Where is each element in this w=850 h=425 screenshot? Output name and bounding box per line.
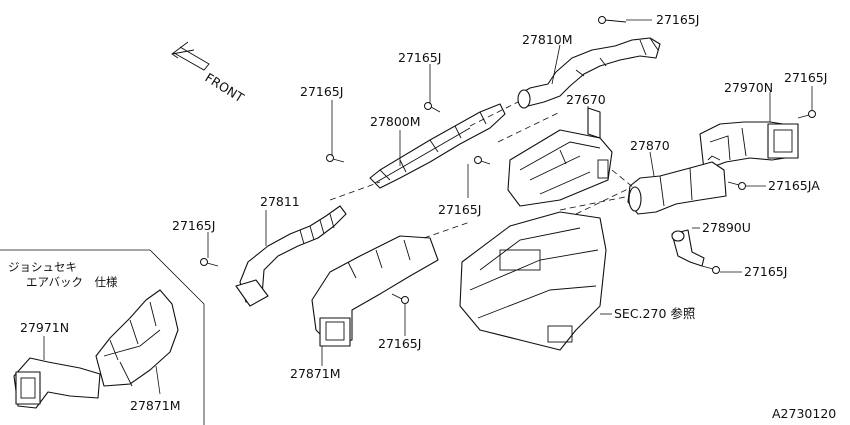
label-27971n: 27971N — [20, 320, 69, 335]
hose-27811 — [235, 205, 347, 307]
front-arrow-icon — [171, 41, 210, 71]
label-27165j-bottom: 27165J — [378, 336, 421, 351]
screw-icon — [326, 154, 345, 163]
duct-27970n — [699, 121, 799, 171]
screw-icon — [424, 102, 441, 113]
label-27870: 27870 — [630, 138, 670, 153]
label-27890u: 27890U — [702, 220, 751, 235]
label-27811: 27811 — [260, 194, 300, 209]
diagram-id: A2730120 — [772, 406, 836, 421]
screw-icon — [474, 156, 491, 165]
label-27670: 27670 — [566, 92, 606, 107]
label-27970n: 27970N — [724, 80, 773, 95]
duct-27670 — [507, 107, 613, 207]
duct-27870 — [627, 155, 727, 215]
screw-icon — [701, 265, 720, 274]
heater-unit-sec270 — [459, 211, 607, 351]
label-27165j-center: 27165J — [438, 202, 481, 217]
label-27165j-mid: 27165J — [398, 50, 441, 65]
assembly-lines — [329, 101, 635, 239]
label-27810m: 27810M — [522, 32, 573, 47]
inset-title-line1: ジョシュセキ — [8, 260, 77, 274]
inset-duct-27971n — [13, 357, 101, 409]
label-27871m-inset: 27871M — [130, 398, 181, 413]
inset-frame — [0, 249, 205, 425]
duct-27810m — [517, 37, 661, 109]
front-label: FRONT — [202, 70, 246, 106]
label-27165j-right: 27165J — [784, 70, 827, 85]
label-27165j-farleft: 27165J — [172, 218, 215, 233]
screw-icon — [797, 110, 816, 119]
label-27165j-lowright: 27165J — [744, 264, 787, 279]
screw-icon — [598, 16, 627, 24]
leader-lines — [43, 19, 813, 395]
label-27800m: 27800M — [370, 114, 421, 129]
inset-title-line2: エアバック 仕様 — [26, 275, 118, 289]
label-27165j-top: 27165J — [656, 12, 699, 27]
screw-icon — [391, 293, 409, 304]
vent-27871m — [311, 235, 439, 347]
screw-icon — [727, 181, 746, 190]
part-27890u — [671, 229, 705, 267]
label-27871m: 27871M — [290, 366, 341, 381]
label-27165j-left: 27165J — [300, 84, 343, 99]
screw-icon — [200, 258, 219, 267]
label-27165ja: 27165JA — [768, 178, 820, 193]
label-sec270: SEC.270 参照 — [614, 306, 695, 321]
inset-vent-27871m — [95, 289, 179, 387]
